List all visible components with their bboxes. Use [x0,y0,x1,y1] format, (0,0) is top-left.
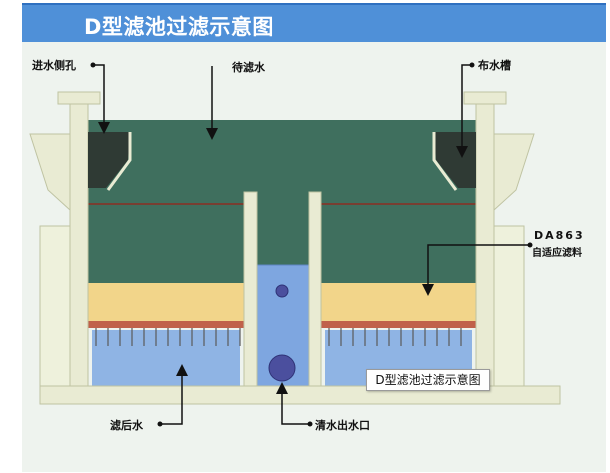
leader-dot-1 [90,62,96,68]
title-bar: D型滤池过滤示意图 [22,3,606,43]
center-wall-left [243,191,258,387]
left-pillar-cap [57,91,101,105]
label-water-to-filter: 待滤水 [232,61,265,74]
label-distribution-trough: 布水槽 [478,59,511,72]
leader-distribution-trough [456,64,472,158]
leader-clear-water-outlet [276,382,310,425]
caption-tooltip: D型滤池过滤示意图 [366,369,490,391]
filter-media-right [321,283,476,321]
left-trough-lip [106,132,132,191]
left-lower-wall [39,225,71,387]
label-filtered-water: 滤后水 [110,419,143,432]
center-wall-right [308,191,322,387]
leader-filtered-water [160,364,188,425]
right-lower-wall [493,225,525,387]
upper-orifice [275,284,289,298]
left-trough [88,132,130,188]
leader-dot-4 [157,421,163,427]
right-pillar [475,103,495,405]
label-media-name: 自适应滤料 [532,248,582,259]
leader-dot-3 [527,242,533,248]
left-outer-shell [29,133,71,212]
right-pillar-cap [463,91,507,105]
clear-water-outlet-pipe [268,354,296,382]
right-trough-lip [432,132,458,191]
filter-media-left [88,283,244,321]
leader-inlet-side-hole [93,64,110,134]
label-inlet-side-hole: 进水侧孔 [32,59,76,72]
filter-plate-right [321,321,476,328]
leader-media [422,244,530,296]
filtered-water-left [92,330,240,386]
label-media-model: DA863 [534,229,585,242]
label-clear-water-outlet: 清水出水口 [315,419,370,432]
filter-plate-left [88,321,244,328]
raw-water-region [88,120,476,283]
left-pillar [69,103,89,405]
nozzle-group [95,328,462,346]
right-outer-shell [493,133,535,212]
leader-dot-5 [307,421,313,427]
diagram-title: D型滤池过滤示意图 [84,15,274,39]
leader-dot-2 [469,62,475,68]
